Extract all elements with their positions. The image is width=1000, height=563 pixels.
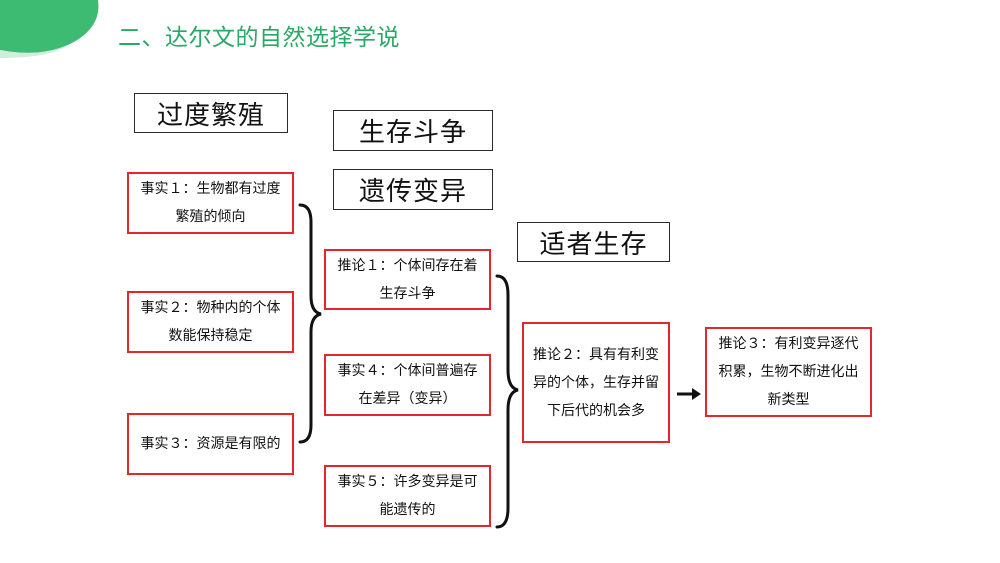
fact-4-box: 事实４：个体间普遍存在差异（变异） [324, 354, 491, 416]
heading-overbreeding: 过度繁殖 [134, 93, 288, 133]
heading-survival: 适者生存 [517, 222, 670, 262]
inference-1-box: 推论１：个体间存在着生存斗争 [324, 249, 491, 310]
fact-3-box: 事实３：资源是有限的 [127, 413, 294, 475]
slide-title: 二、达尔文的自然选择学说 [118, 25, 400, 51]
fact-4-text: 事实４：个体间普遍存在差异（变异） [337, 363, 478, 407]
right-arrow-icon [677, 388, 701, 400]
brace-facts [298, 203, 322, 444]
fact-1-box: 事实１：生物都有过度繁殖的倾向 [127, 172, 294, 234]
fact-5-box: 事实５：许多变异是可能遗传的 [324, 465, 491, 527]
fact-1-text: 事实１：生物都有过度繁殖的倾向 [140, 181, 281, 225]
heading-variation: 遗传变异 [333, 169, 493, 210]
brace-inferences [495, 274, 519, 529]
fact-3-text: 事实３：资源是有限的 [140, 436, 281, 452]
inference-2-box: 推论２：具有有利变异的个体，生存并留下后代的机会多 [522, 322, 670, 443]
fact-2-text: 事实２：物种内的个体数能保持稳定 [140, 300, 281, 344]
green-corner-decoration-icon [0, 0, 99, 58]
inference-3-text: 推论３：有利变异逐代积累，生物不断进化出新类型 [718, 336, 859, 408]
heading-struggle: 生存斗争 [333, 110, 493, 151]
fact-2-box: 事实２：物种内的个体数能保持稳定 [127, 291, 294, 353]
fact-5-text: 事实５：许多变异是可能遗传的 [337, 474, 478, 518]
inference-1-text: 推论１：个体间存在着生存斗争 [337, 257, 478, 302]
inference-3-box: 推论３：有利变异逐代积累，生物不断进化出新类型 [705, 327, 872, 417]
inference-2-text: 推论２：具有有利变异的个体，生存并留下后代的机会多 [533, 346, 659, 419]
